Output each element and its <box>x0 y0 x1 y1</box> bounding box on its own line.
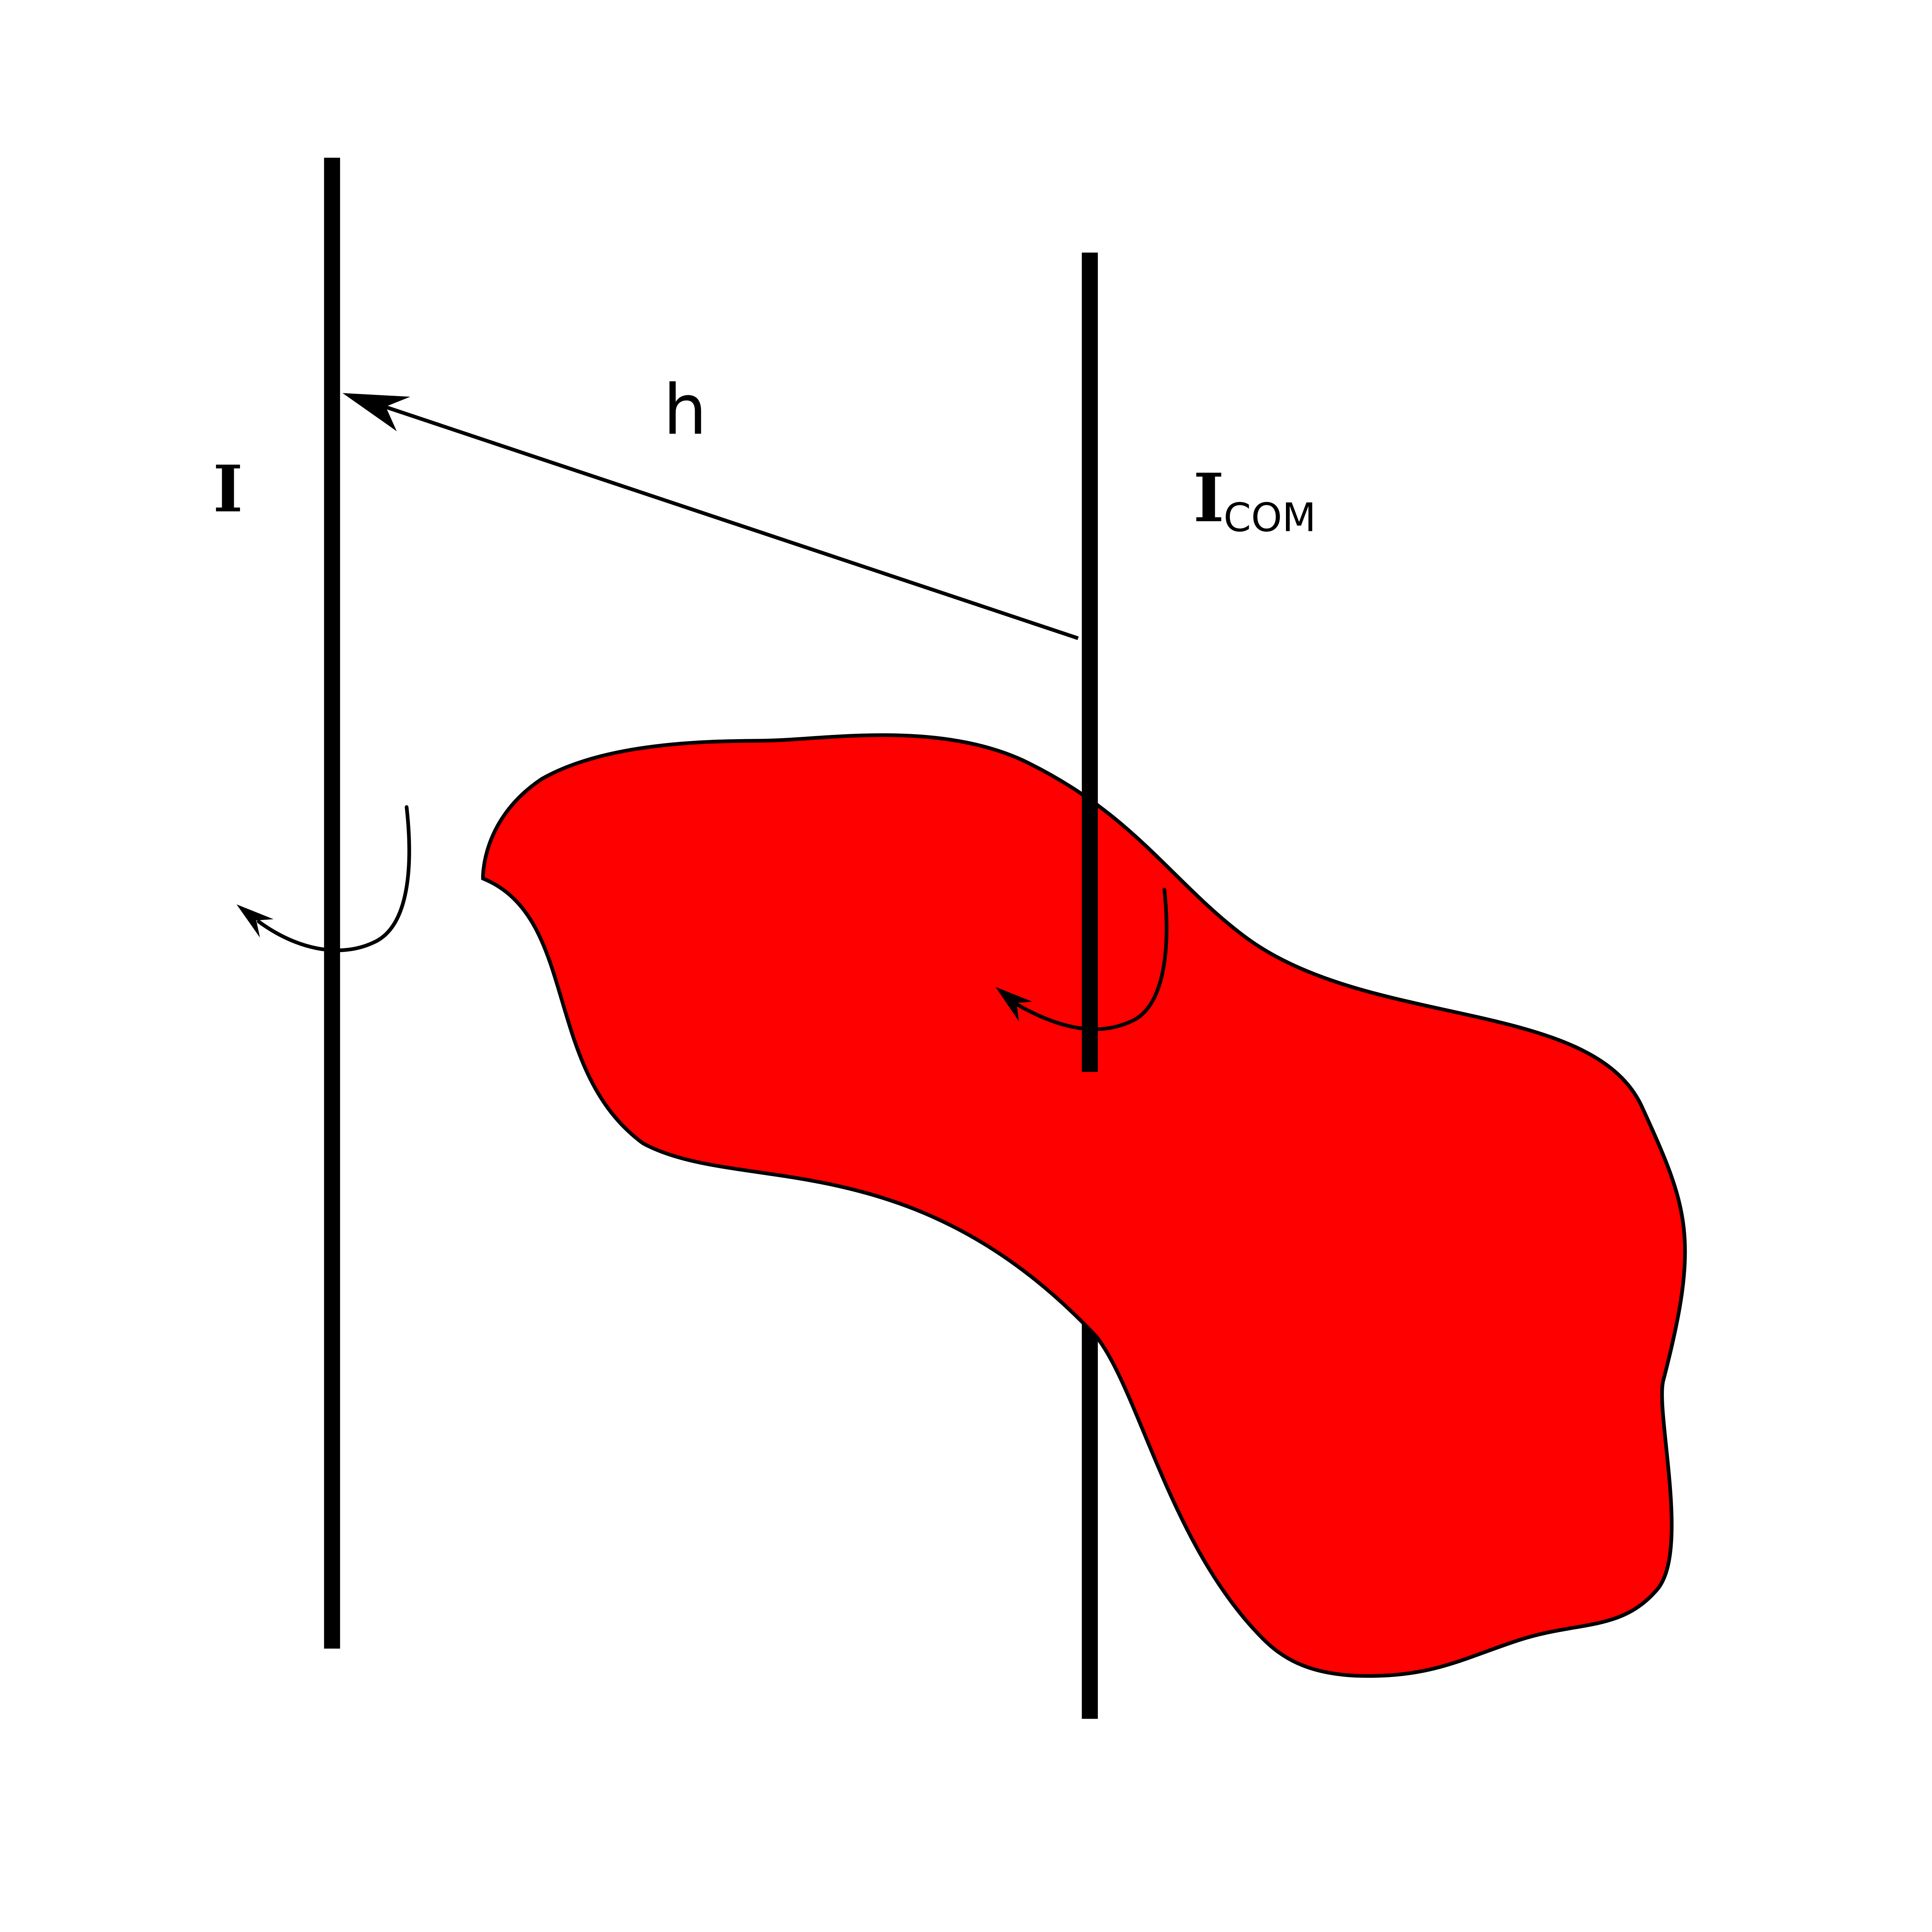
rotation-arrow-com <box>1014 888 1168 1031</box>
rotation-arrowhead-com-icon <box>995 987 1033 1022</box>
axis-com-upper <box>1082 252 1098 1072</box>
label-axis-left: I <box>213 451 243 527</box>
distance-arrowhead-icon <box>342 393 410 432</box>
axis-left <box>324 158 340 1649</box>
label-axis-com: I <box>1193 459 1225 537</box>
rotation-arrowhead-left-icon <box>236 904 274 938</box>
rotation-arrow-left <box>257 805 411 952</box>
label-distance: h <box>663 370 707 450</box>
label-axis-com-subscript: COM <box>1223 495 1316 541</box>
rigid-body <box>481 733 1687 1678</box>
distance-arrow-line <box>384 405 1079 640</box>
